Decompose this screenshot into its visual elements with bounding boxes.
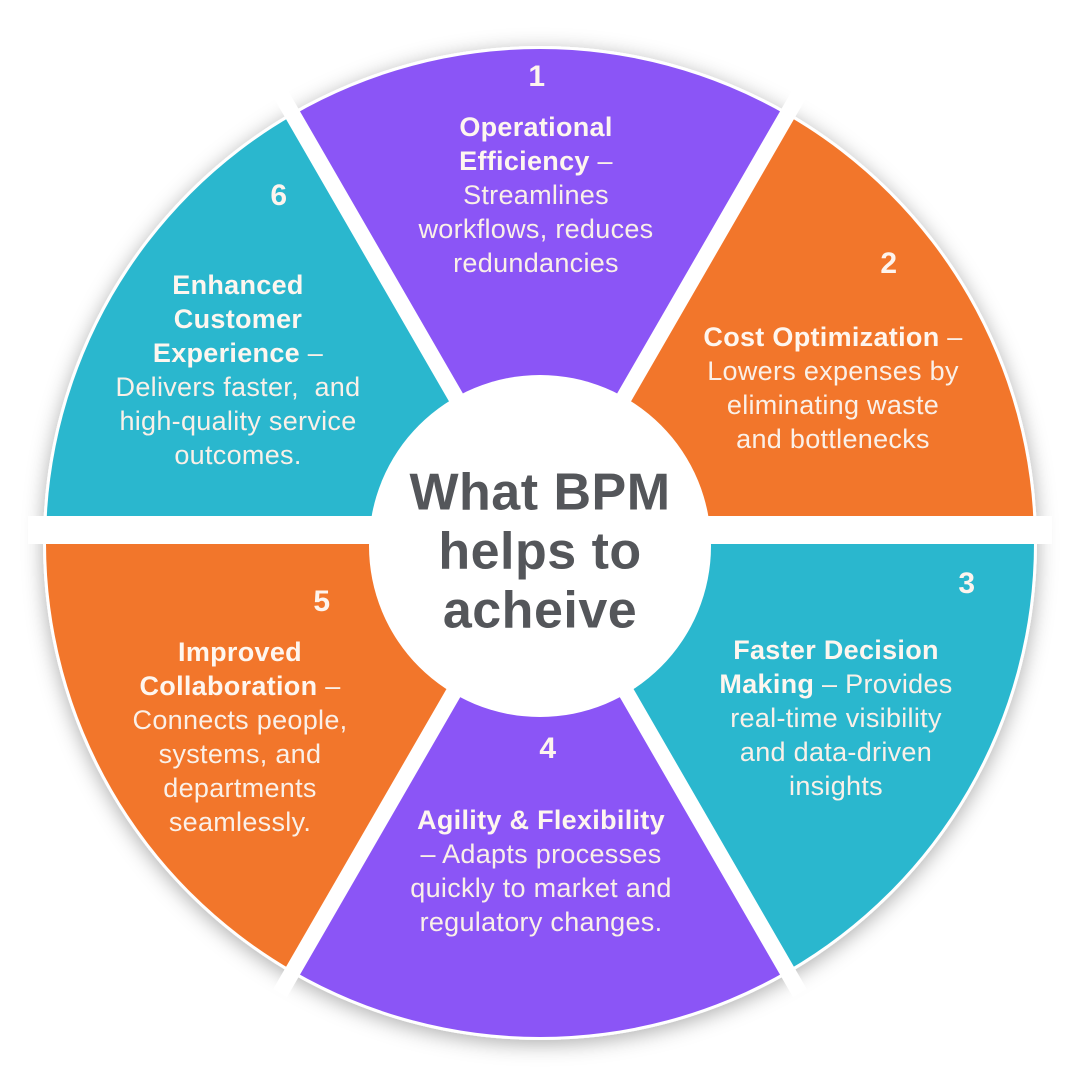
center-title: What BPM helps to acheive: [409, 463, 671, 640]
sector-4-number: 4: [539, 732, 557, 765]
sector-1-number: 1: [528, 60, 546, 93]
sector-2-number: 2: [880, 247, 898, 280]
center-circle: [369, 375, 711, 717]
sector-1-wedge: [293, 49, 787, 544]
sector-3-number: 3: [958, 567, 976, 600]
sector-5-number: 5: [313, 585, 331, 618]
sector-6-number: 6: [270, 179, 288, 212]
sector-4-wedge: [293, 543, 787, 1037]
